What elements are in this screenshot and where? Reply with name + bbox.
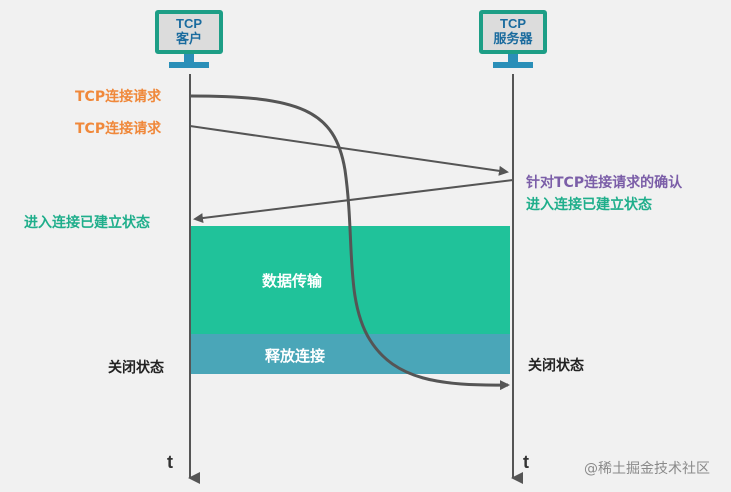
watermark: @稀土掘金技术社区: [584, 461, 710, 477]
request-arrow: [189, 125, 509, 176]
release-connection-label: 释放连接: [265, 347, 326, 365]
server-stand-neck: [508, 54, 518, 62]
ack-arrow: [193, 179, 514, 223]
delayed-request-arrow: [189, 94, 510, 391]
client-time-axis-label: t: [167, 452, 173, 472]
client-closed-label: 关闭状态: [108, 360, 164, 376]
server-established-label: 进入连接已建立状态: [526, 197, 652, 213]
server-time-axis-label: t: [523, 452, 529, 472]
release-connection-band: [190, 334, 510, 374]
request-label-2: TCP连接请求: [75, 121, 162, 137]
data-transfer-label: 数据传输: [262, 272, 323, 290]
client-stand-base: [169, 62, 209, 68]
client-name-line2: 客户: [175, 31, 202, 46]
server-name-line1: TCP: [500, 16, 526, 31]
server-computer-icon: TCP 服务器: [479, 10, 547, 54]
server-closed-label: 关闭状态: [528, 358, 584, 374]
client-stand-neck: [184, 54, 194, 62]
ack-label: 针对TCP连接请求的确认: [526, 175, 683, 191]
request-label-1: TCP连接请求: [75, 89, 162, 105]
client-established-label: 进入连接已建立状态: [24, 215, 150, 231]
server-stand-base: [493, 62, 533, 68]
server-name-line2: 服务器: [493, 31, 533, 46]
client-computer-icon: TCP 客户: [155, 10, 223, 54]
client-name-line1: TCP: [176, 16, 202, 31]
